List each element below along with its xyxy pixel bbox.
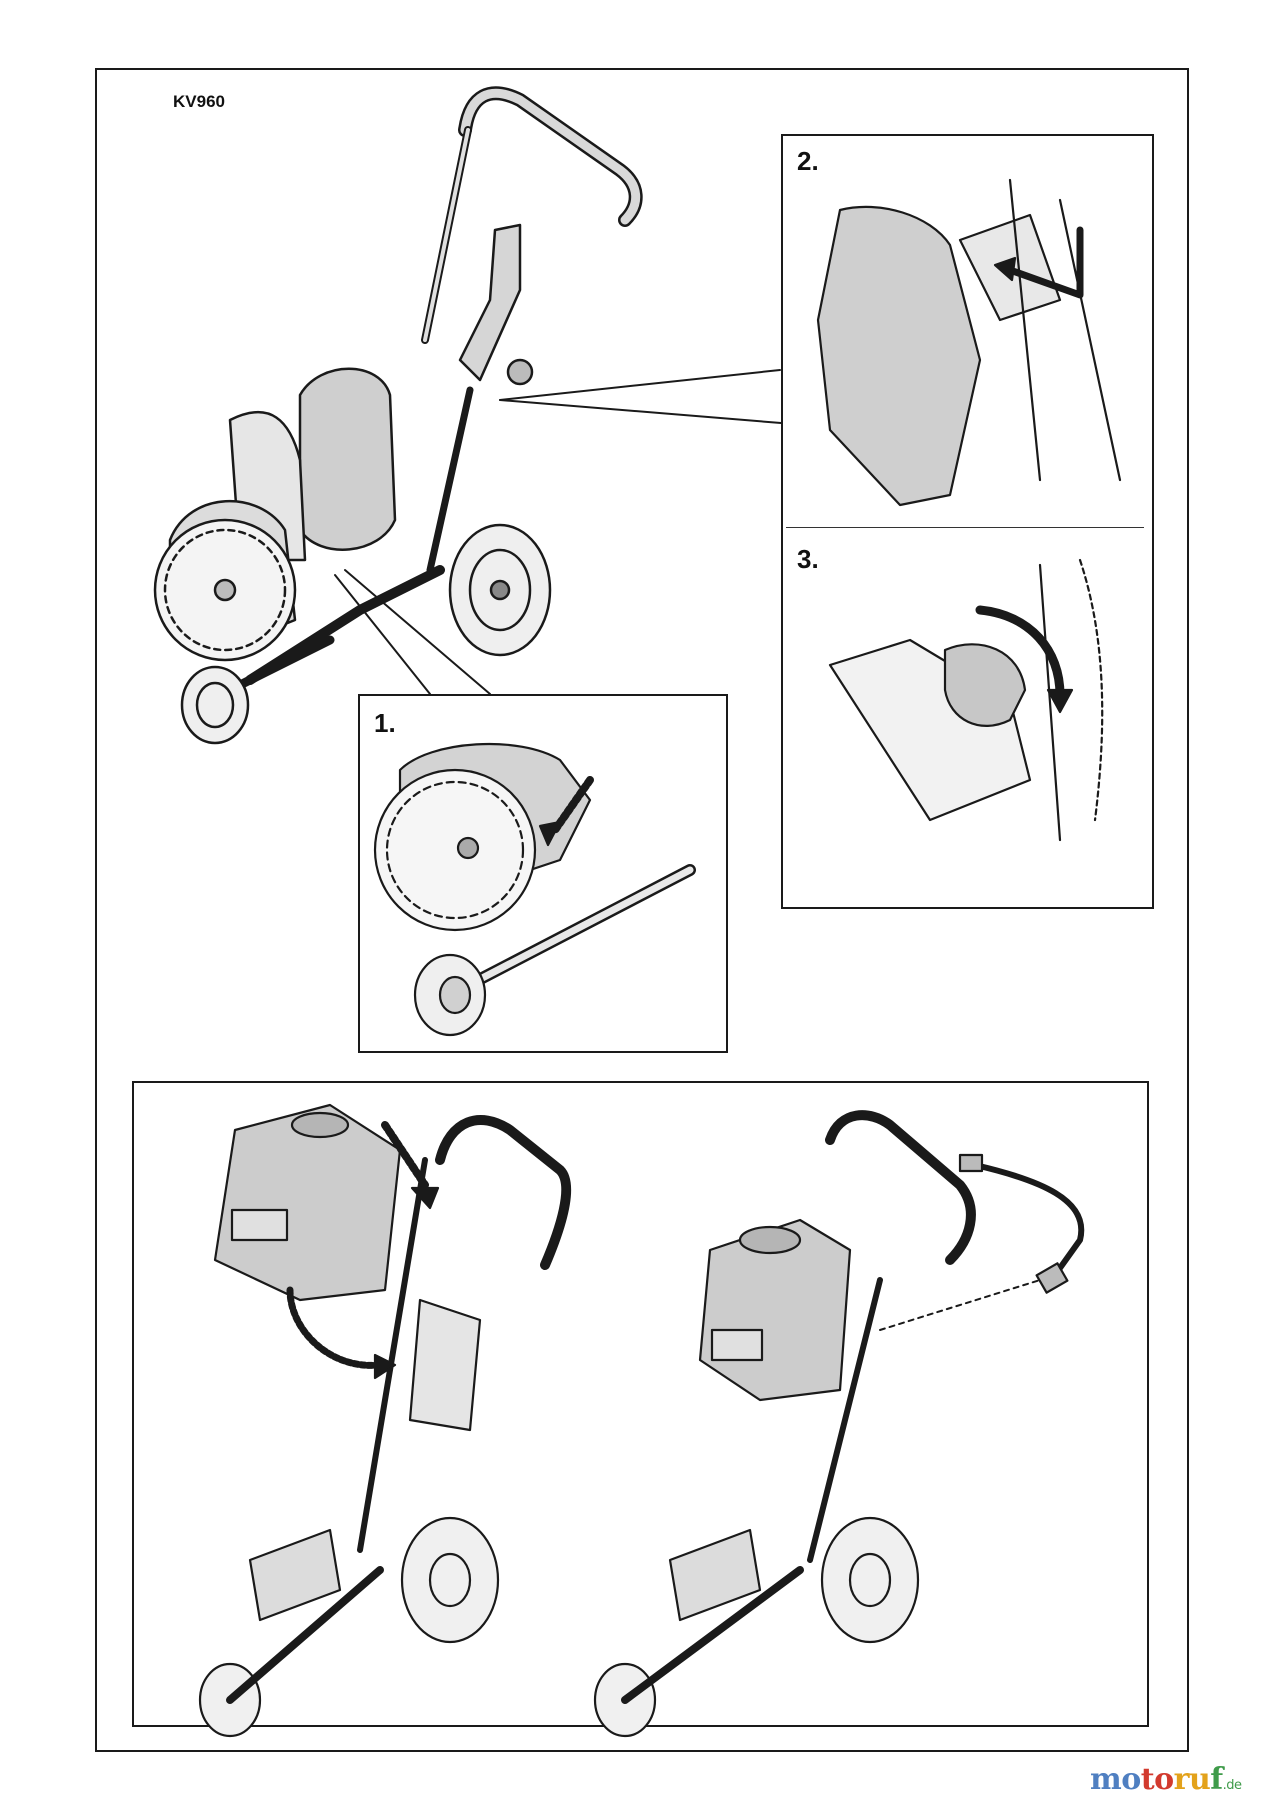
water-tank-icon (213, 1103, 402, 1302)
arrow-icon (286, 1121, 440, 1380)
brand-logo: motoruf.de (1090, 1762, 1242, 1797)
arrow-icon (538, 776, 594, 847)
arrow-icon (975, 605, 1074, 714)
model-label: KV960 (173, 92, 225, 111)
water-tank-icon (698, 1218, 852, 1402)
step-2-label: 2. (797, 146, 819, 176)
arrow-icon (993, 226, 1084, 299)
panel-divider (786, 527, 1144, 528)
step-3-label: 3. (797, 544, 819, 574)
hose-icon (958, 1153, 1085, 1294)
step-1-label: 1. (374, 708, 396, 738)
